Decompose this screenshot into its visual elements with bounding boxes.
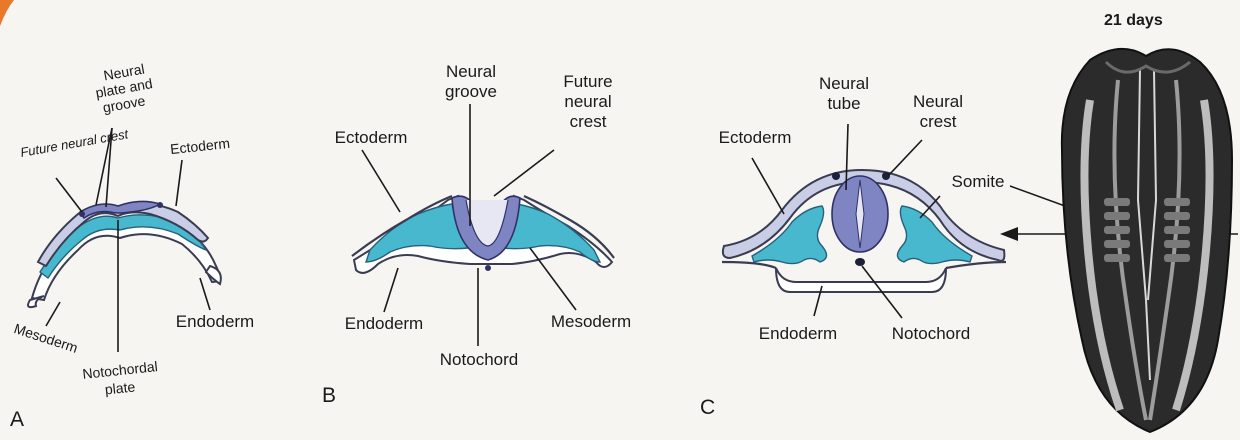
corner-accent [0, 0, 14, 26]
panel-c-notochord-dot [855, 258, 865, 266]
label-b-endoderm: Endoderm [334, 314, 434, 333]
panel-d-embryo [1062, 49, 1232, 432]
label-b-neural-groove-1: Neural [436, 62, 506, 81]
panel-a-leader-ectoderm [176, 160, 182, 206]
label-b-notochord: Notochord [424, 350, 534, 369]
label-c-ectoderm: Ectoderm [700, 128, 810, 147]
panel-a-leader-mesoderm [46, 302, 60, 326]
label-a-endoderm: Endoderm [160, 312, 270, 331]
panel-c-crest-dot-left [832, 172, 840, 180]
panel-letter-a: A [10, 408, 24, 432]
label-c-somite: Somite [940, 172, 1016, 191]
panel-c-arrow-head [1000, 227, 1018, 241]
panel-c-leader-crest [888, 140, 922, 176]
label-b-future-crest-1: Future [548, 72, 628, 91]
label-c-neural-crest-2: crest [898, 112, 978, 131]
panel-letter-c: C [700, 396, 715, 420]
panel-a-lower-fold [28, 296, 44, 307]
panel-b-leader-crest [494, 150, 554, 196]
panel-c-endoderm-layer [776, 268, 946, 292]
panel-b-notochord-dot [485, 265, 491, 271]
label-c-endoderm: Endoderm [748, 324, 848, 343]
label-21-days: 21 days [1104, 12, 1163, 30]
label-c-neural-tube-1: Neural [806, 74, 882, 93]
panel-c-leader-ectoderm [752, 158, 784, 214]
panel-b-leader-mesoderm [530, 248, 576, 310]
panel-b-leader-endoderm [384, 268, 398, 312]
label-b-future-crest-2: neural [548, 92, 628, 111]
panel-letter-b: B [322, 384, 336, 408]
panel-b-leader-ectoderm [362, 150, 400, 212]
label-b-mesoderm: Mesoderm [536, 312, 646, 331]
label-c-neural-crest-1: Neural [898, 92, 978, 111]
label-c-neural-tube-2: tube [806, 94, 882, 113]
panel-a-leader-crest [56, 178, 82, 212]
label-b-ectoderm: Ectoderm [316, 128, 426, 147]
label-b-neural-groove-2: groove [436, 82, 506, 101]
panel-a-leader-endoderm [200, 278, 210, 310]
panel-a-crest-dot-right [157, 202, 163, 208]
label-c-notochord: Notochord [876, 324, 986, 343]
label-b-future-crest-3: crest [548, 112, 628, 131]
